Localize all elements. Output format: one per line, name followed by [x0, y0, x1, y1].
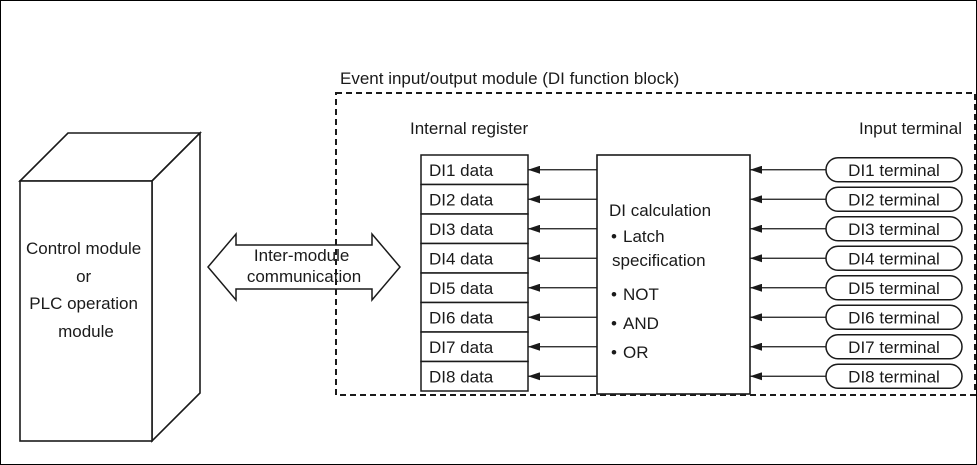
- terminal-label: DI5 terminal: [848, 279, 940, 298]
- terminal-label: DI8 terminal: [848, 367, 940, 386]
- control-module-box: Control module or PLC operation module: [18, 131, 202, 443]
- input-terminal: DI5 terminal: [825, 275, 963, 301]
- input-terminal-heading: Input terminal: [859, 119, 962, 138]
- input-terminal: DI8 terminal: [825, 363, 963, 389]
- input-terminal: DI2 terminal: [825, 186, 963, 212]
- terminal-label: DI4 terminal: [848, 249, 940, 268]
- input-terminal: DI3 terminal: [825, 216, 963, 242]
- terminal-capsule: [825, 157, 963, 183]
- signal-arrows: [528, 165, 826, 381]
- register-cell: [420, 183, 529, 215]
- terminal-capsule: [825, 304, 963, 330]
- register-row: DI5 data: [420, 272, 529, 304]
- register-row: DI6 data: [420, 301, 529, 333]
- calc-bullet: •: [611, 285, 617, 304]
- communication-line-2: communication: [247, 267, 361, 286]
- terminal-capsule: [825, 216, 963, 242]
- terminal-label: DI6 terminal: [848, 308, 940, 327]
- register-cell: [420, 272, 529, 304]
- terminal-label: DI1 terminal: [848, 161, 940, 180]
- terminal-label: DI2 terminal: [848, 190, 940, 209]
- event-module-title: Event input/output module (DI function b…: [340, 69, 679, 88]
- control-module-line-2: or: [76, 267, 91, 286]
- input-terminal: DI6 terminal: [825, 304, 963, 330]
- input-terminal: DI4 terminal: [825, 245, 963, 271]
- input-terminal: DI1 terminal: [825, 157, 963, 183]
- register-cell-label: DI6 data: [429, 308, 494, 327]
- register-cell-label: DI4 data: [429, 249, 494, 268]
- terminal-capsule: [825, 275, 963, 301]
- terminal-capsule: [825, 186, 963, 212]
- calc-bullet: •: [611, 227, 617, 246]
- calculation-items: • Latch specification • NOT • AND • OR: [611, 227, 706, 362]
- register-cell-label: DI8 data: [429, 367, 494, 386]
- register-cell-label: DI7 data: [429, 338, 494, 357]
- calc-item-text: OR: [623, 343, 649, 362]
- control-module-label: Control module or PLC operation module: [26, 239, 146, 341]
- register-row: DI2 data: [420, 183, 529, 215]
- calc-bullet: •: [611, 343, 617, 362]
- terminal-label: DI3 terminal: [848, 220, 940, 239]
- register-cell-label: DI1 data: [429, 161, 494, 180]
- register-row: DI8 data: [420, 360, 529, 392]
- di-calculation-title: DI calculation: [609, 201, 711, 220]
- control-module-line-4: module: [58, 322, 114, 341]
- register-cell-label: DI2 data: [429, 190, 494, 209]
- register-row: DI1 data: [420, 154, 529, 186]
- di-calculation-box: DI calculation • Latch specification • NOT • A…: [596, 154, 751, 395]
- register-cell: [420, 242, 529, 274]
- calc-bullet: •: [611, 314, 617, 333]
- calc-item-text: Latch: [623, 227, 665, 246]
- register-row: DI7 data: [420, 331, 529, 363]
- terminal-capsule: [825, 363, 963, 389]
- inter-module-communication-arrow: Inter-module communication: [207, 231, 401, 303]
- calc-item-text: NOT: [623, 285, 659, 304]
- communication-line-1: Inter-module: [254, 246, 349, 265]
- event-module-boundary: [335, 92, 976, 396]
- calc-item-text: specification: [612, 251, 706, 270]
- terminal-label: DI7 terminal: [848, 338, 940, 357]
- input-terminal: DI7 terminal: [825, 334, 963, 360]
- communication-label: Inter-module communication: [247, 246, 361, 286]
- register-cell-label: DI3 data: [429, 220, 494, 239]
- register-cell: [420, 154, 529, 186]
- register-cell-label: DI5 data: [429, 279, 494, 298]
- terminal-capsule: [825, 245, 963, 271]
- calc-item-text: AND: [623, 314, 659, 333]
- internal-register-heading: Internal register: [410, 119, 528, 138]
- register-row: DI4 data: [420, 242, 529, 274]
- terminal-capsule: [825, 334, 963, 360]
- control-module-line-1: Control module: [26, 239, 141, 258]
- register-row: DI3 data: [420, 213, 529, 245]
- control-module-line-3: PLC operation: [29, 294, 138, 313]
